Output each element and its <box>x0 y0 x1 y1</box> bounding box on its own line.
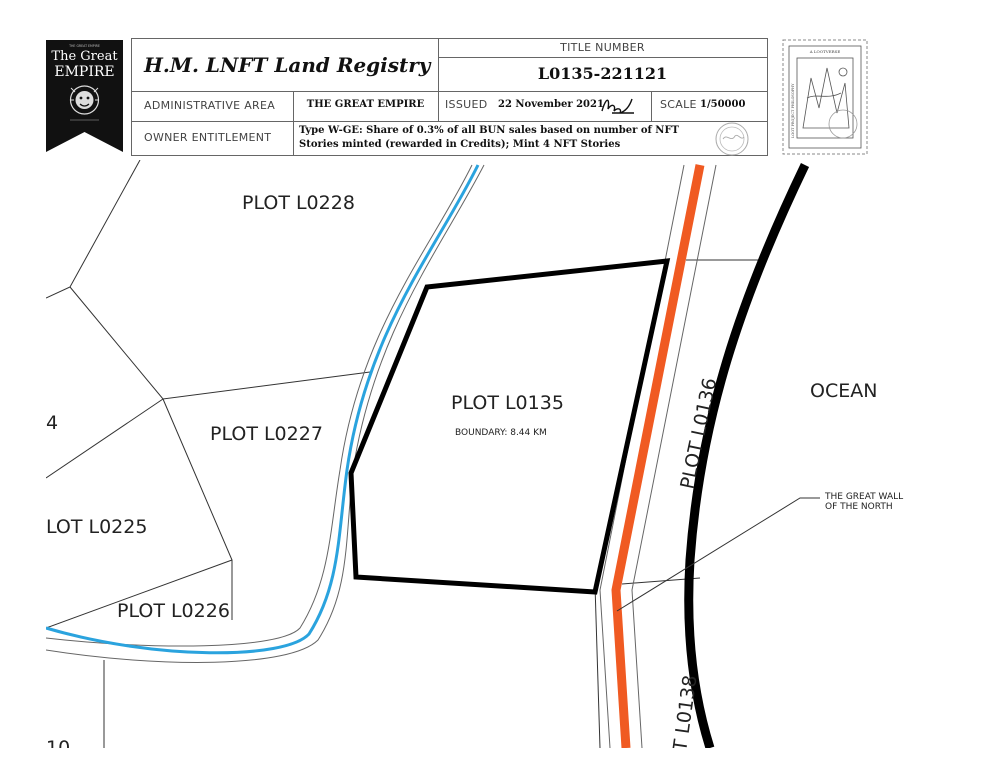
road-left-edge <box>46 164 473 647</box>
seal-stamp-icon <box>715 122 749 156</box>
lion-crest-icon <box>69 85 100 115</box>
owner-entitlement-value: Type W-GE: Share of 0.3% of all BUN sale… <box>299 125 679 150</box>
stamp-text-1: A LOOTVERSE <box>809 49 841 54</box>
plot-l0226-label: PLOT L0226 <box>117 600 230 622</box>
river <box>46 164 480 655</box>
postage-stamp: A LOOTVERSE LOOT PROJECT PHILOSOPHY <box>782 39 868 155</box>
partial-plot-label-2: 10 <box>46 737 70 759</box>
plot-l0227-label: PLOT L0227 <box>210 423 323 445</box>
great-wall <box>611 164 705 748</box>
coastline <box>684 163 810 748</box>
registry-title: H.M. LNFT Land Registry <box>144 53 431 77</box>
wall-leader-line <box>616 497 820 612</box>
admin-area-value: THE GREAT EMPIRE <box>306 99 425 110</box>
title-number-label: TITLE NUMBER <box>560 41 645 54</box>
plot-l0135-boundary[interactable] <box>348 258 671 595</box>
plot-l0228-label: PLOT L0228 <box>242 192 355 214</box>
wall-label-line2: OF THE NORTH <box>825 502 893 512</box>
stamp-illustration-icon <box>796 57 854 139</box>
parcel-lines <box>46 160 760 748</box>
stamp-text-2: LOOT PROJECT PHILOSOPHY <box>791 83 795 138</box>
scale-value: 1/50000 <box>700 99 746 110</box>
partial-plot-label-1: 4 <box>46 412 58 434</box>
plot-l0225-label: LOT L0225 <box>46 516 147 538</box>
plot-l0135-label: PLOT L0135 <box>451 392 564 414</box>
road-right-edge <box>46 164 485 663</box>
plot-l0136-label: PLOT L0136 <box>676 376 721 491</box>
scale-label: SCALE <box>660 98 697 111</box>
title-header-table: H.M. LNFT Land Registry TITLE NUMBER L01… <box>131 38 768 156</box>
signature-icon <box>601 98 634 114</box>
emblem-top-small: THE GREAT EMPIRE <box>68 44 100 48</box>
owner-entitlement-label: OWNER ENTITLEMENT <box>144 131 272 144</box>
wall-corridor-right <box>631 164 717 748</box>
empire-emblem: THE GREAT EMPIRE The Great EMPIRE <box>46 40 123 152</box>
emblem-line2: EMPIRE <box>54 64 114 80</box>
issued-label: ISSUED <box>445 98 488 111</box>
wall-label-line1: THE GREAT WALL <box>824 492 903 502</box>
issued-date: 22 November 2021 <box>498 99 604 110</box>
ocean-label: OCEAN <box>810 380 877 402</box>
admin-area-label: ADMINISTRATIVE AREA <box>144 99 276 112</box>
emblem-line1: The Great <box>51 49 118 64</box>
title-number: L0135-221121 <box>537 64 668 83</box>
plot-l0135-boundary-label: BOUNDARY: 8.44 KM <box>455 428 547 438</box>
